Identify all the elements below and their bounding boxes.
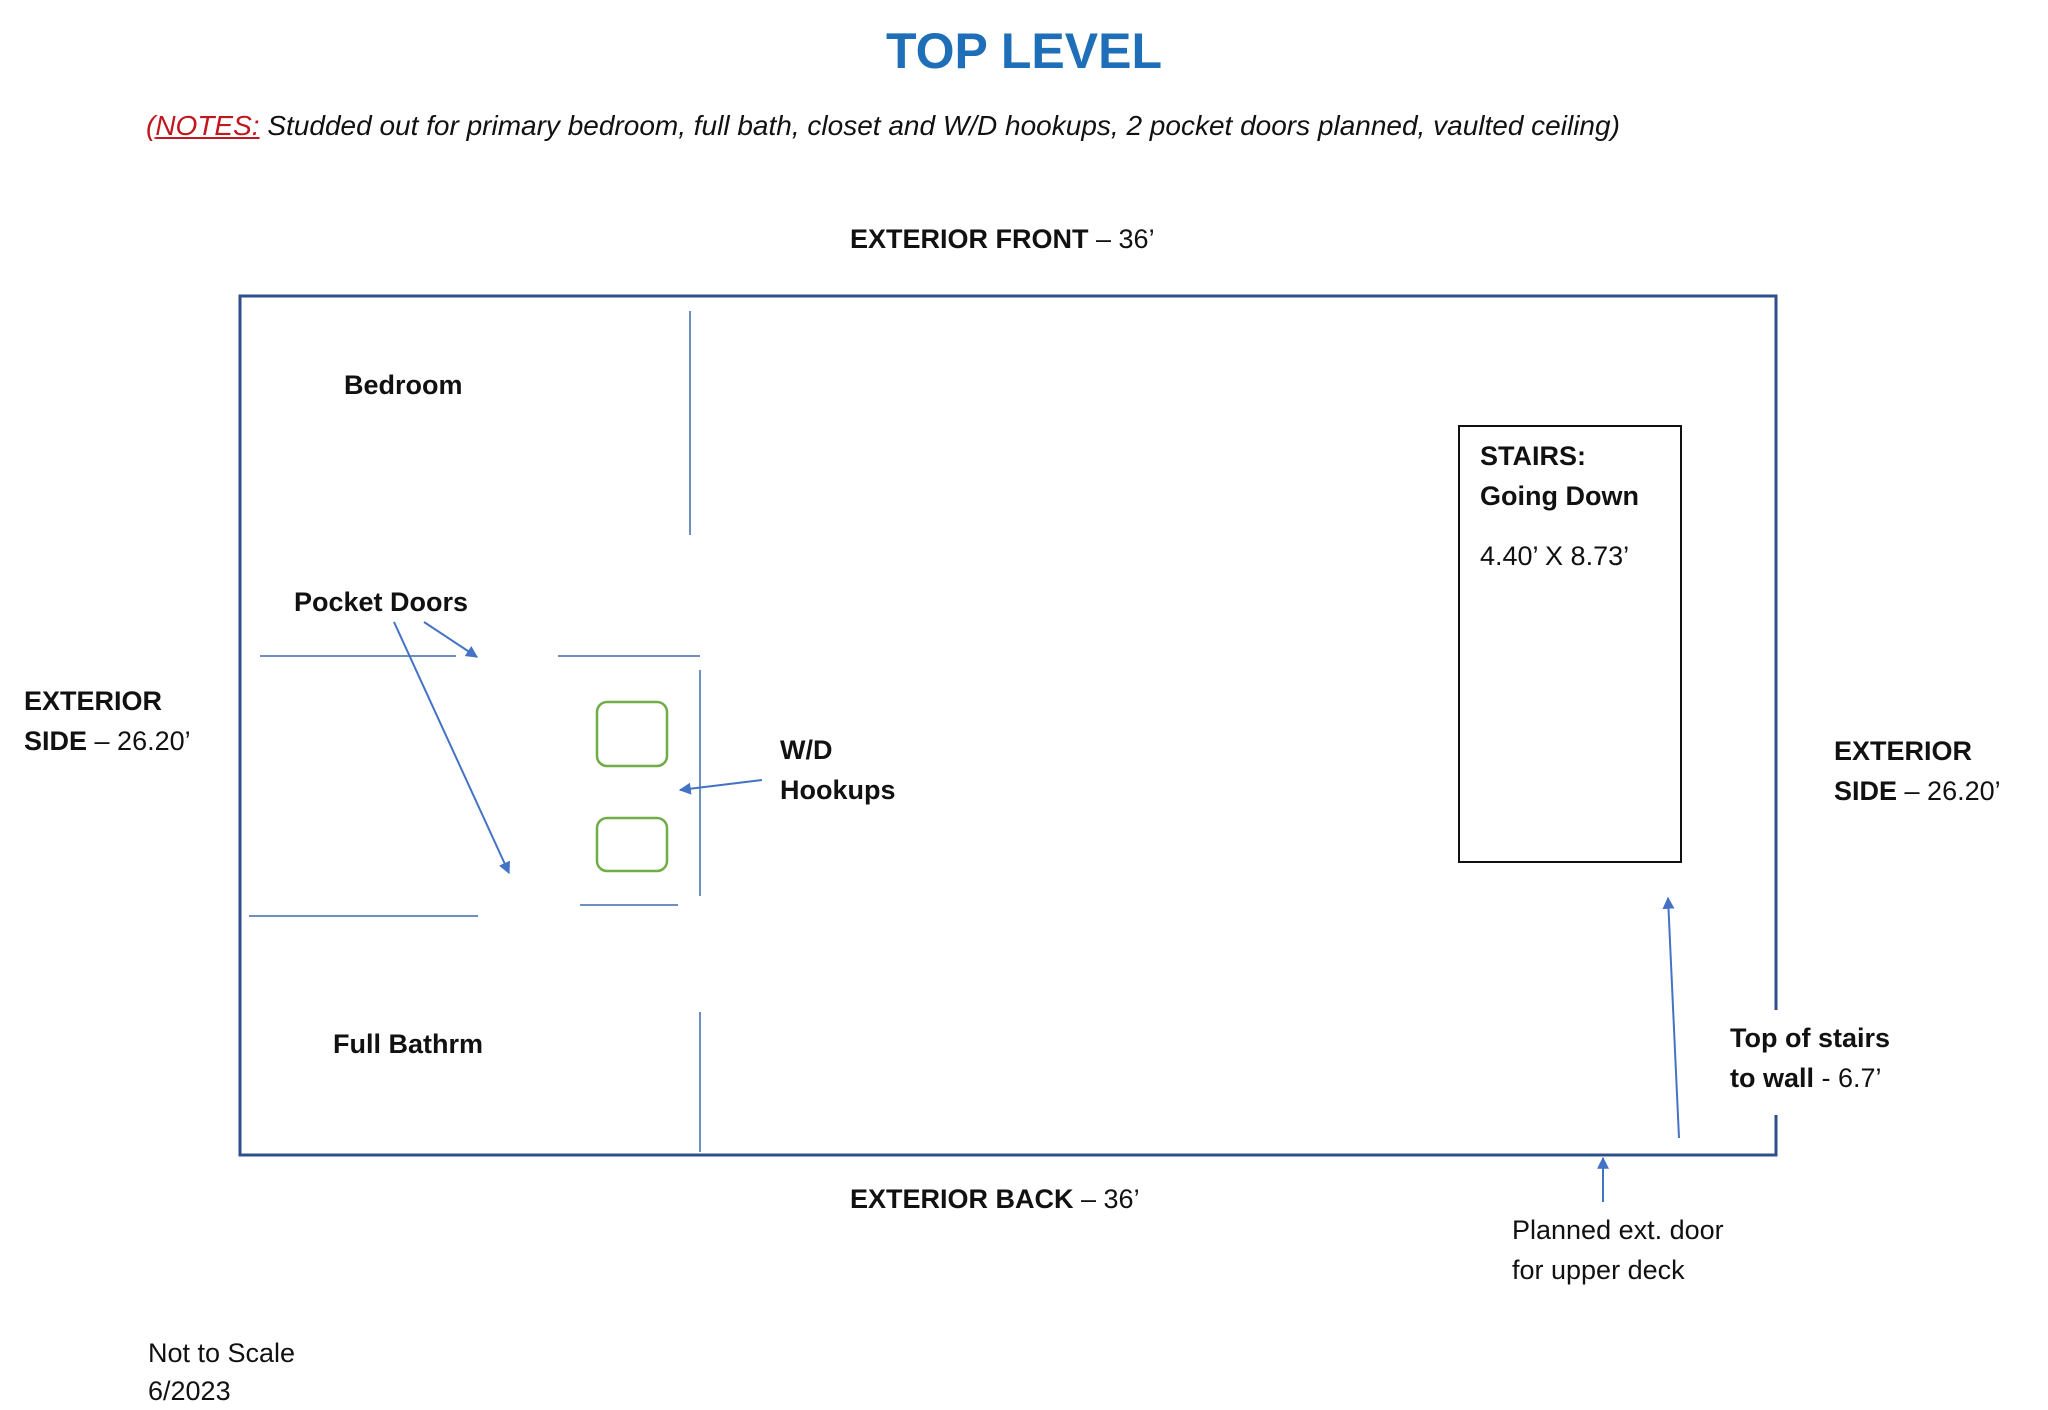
exterior-walls — [238, 294, 1778, 1157]
stairs-box — [1458, 425, 1682, 863]
exterior-side-right-label: EXTERIOR SIDE – 26.20’ — [1834, 731, 2001, 811]
exterior-side-left-side: SIDE — [24, 726, 88, 756]
stairs-line1: STAIRS: — [1480, 441, 1586, 471]
footer: Not to Scale 6/2023 — [148, 1334, 295, 1410]
stairs-label: STAIRS: Going Down 4.40’ X 8.73’ — [1480, 436, 1639, 576]
not-to-scale: Not to Scale — [148, 1338, 296, 1368]
stairs-line2: Going Down — [1480, 481, 1639, 511]
top-of-stairs-line1: Top of stairs — [1730, 1023, 1891, 1053]
stairs-size: 4.40’ X 8.73’ — [1480, 541, 1630, 571]
dryer-icon — [595, 816, 669, 873]
exterior-back-label: EXTERIOR BACK – 36’ — [850, 1179, 1140, 1219]
wd-hookups-label: W/D Hookups — [780, 730, 896, 810]
pocket-door-arrow-lower — [393, 621, 510, 875]
planned-door-line2: for upper deck — [1512, 1255, 1685, 1285]
notes-label: NOTES: — [155, 110, 260, 141]
exterior-front-text: EXTERIOR FRONT — [850, 224, 1089, 254]
top-of-stairs-arrow — [1662, 896, 1680, 1139]
exterior-side-left-dimension: – 26.20’ — [87, 726, 191, 756]
bedroom-label: Bedroom — [344, 370, 463, 400]
exterior-front-dimension: – 36’ — [1088, 224, 1155, 254]
washer-icon — [595, 700, 669, 768]
wd-hookups-arrow — [678, 779, 763, 795]
notes-open-paren: ( — [146, 110, 156, 141]
exterior-side-left-line1: EXTERIOR — [24, 686, 163, 716]
exterior-side-left-label: EXTERIOR SIDE – 26.20’ — [24, 681, 191, 761]
top-of-stairs-to-wall: to wall — [1730, 1063, 1815, 1093]
top-of-stairs-label: Top of stairs to wall - 6.7’ — [1730, 1018, 1890, 1098]
exterior-side-right-line1: EXTERIOR — [1834, 736, 1973, 766]
notes-text: Studded out for primary bedroom, full ba… — [259, 110, 1620, 141]
exterior-back-text: EXTERIOR BACK — [850, 1184, 1074, 1214]
planned-door-label: Planned ext. door for upper deck — [1512, 1210, 1724, 1290]
full-bath-label: Full Bathrm — [333, 1029, 484, 1059]
wd-hookups-line2: Hookups — [780, 775, 896, 805]
top-of-stairs-dimension: - 6.7’ — [1814, 1063, 1882, 1093]
exterior-side-right-dimension: – 26.20’ — [1897, 776, 2001, 806]
notes: (NOTES: Studded out for primary bedroom,… — [146, 110, 1620, 142]
page-title: TOP LEVEL — [885, 23, 1162, 79]
footer-date: 6/2023 — [148, 1376, 231, 1406]
wd-hookups-line1: W/D — [780, 735, 833, 765]
pocket-door-arrow-upper — [423, 621, 479, 658]
exterior-front-label: EXTERIOR FRONT – 36’ — [850, 219, 1155, 259]
pocket-doors-label: Pocket Doors — [294, 587, 469, 617]
exterior-back-dimension: – 36’ — [1073, 1184, 1140, 1214]
planned-door-line1: Planned ext. door — [1512, 1215, 1724, 1245]
exterior-side-right-side: SIDE — [1834, 776, 1898, 806]
